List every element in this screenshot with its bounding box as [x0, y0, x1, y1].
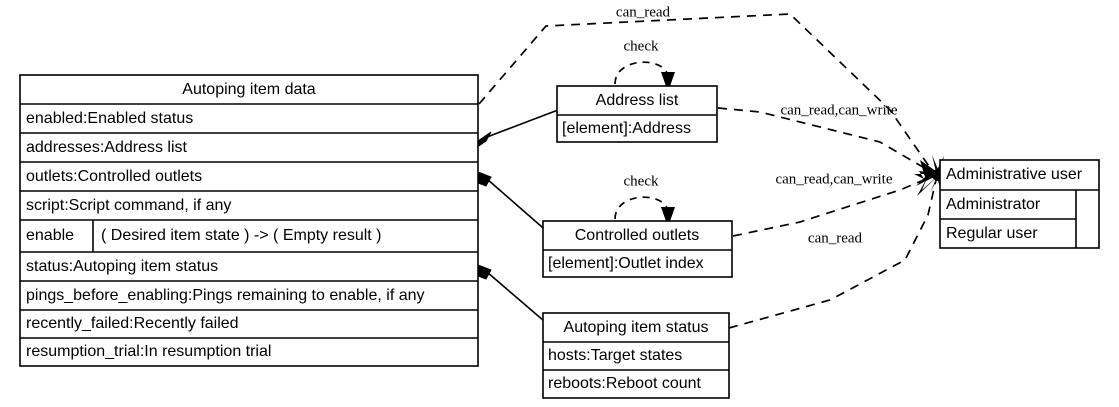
edge-label-can-read-can-write-outlets: can_read,can_write [775, 171, 892, 187]
field-hosts: hosts:Target states [548, 347, 682, 364]
field-outlets: outlets:Controlled outlets [26, 168, 202, 185]
field-script: script:Script command, if any [26, 197, 231, 214]
edge-label-check-address-list: check [624, 38, 659, 54]
class-title-administrative-user: Administrative user [946, 166, 1083, 183]
self-loop-check-address-list [614, 61, 675, 92]
class-title-autoping-item-status: Autoping item status [564, 319, 709, 336]
field-enabled: enabled:Enabled status [26, 110, 193, 127]
field-resumption-trial: resumption_trial:In resumption trial [26, 343, 271, 360]
edge-can-read-status [728, 179, 937, 329]
field-regular-user: Regular user [946, 225, 1038, 242]
class-box-administrative-user[interactable]: Administrative user Administrator Regula… [939, 159, 1100, 249]
class-box-autoping-item-data[interactable]: Autoping item data enabled:Enabled statu… [19, 74, 479, 367]
field-addresses: addresses:Address list [26, 139, 188, 156]
method-name-enable: enable [26, 227, 74, 244]
field-pings-before-enabling: pings_before_enabling:Pings remaining to… [26, 287, 425, 304]
edge-composition-addresses [486, 109, 559, 138]
field-recently-failed: recently_failed:Recently failed [26, 315, 239, 332]
method-signature-enable: ( Desired item state ) -> ( Empty result… [101, 227, 382, 244]
class-title-address-list: Address list [596, 92, 679, 109]
class-box-address-list[interactable]: Address list [element]:Address [556, 85, 718, 143]
class-title-autoping-item-data: Autoping item data [182, 81, 316, 98]
edge-can-read-can-write-outlets [732, 175, 934, 237]
field-administrator: Administrator [946, 196, 1041, 213]
class-box-controlled-outlets[interactable]: Controlled outlets [element]:Outlet inde… [542, 220, 733, 278]
class-box-autoping-item-status[interactable]: Autoping item status hosts:Target states… [542, 312, 730, 399]
edge-can-read-can-write-address [717, 107, 934, 174]
edge-label-can-read-can-write-address: can_read,can_write [780, 102, 897, 118]
class-title-controlled-outlets: Controlled outlets [575, 227, 700, 244]
self-loop-check-controlled-outlets [614, 196, 675, 227]
edge-label-can-read-top: can_read [616, 4, 671, 20]
field-reboots: reboots:Reboot count [548, 375, 702, 392]
field-controlled-outlets-element: [element]:Outlet index [548, 255, 704, 272]
edge-label-can-read-status: can_read [808, 230, 863, 246]
edge-can-read-top [478, 13, 934, 173]
field-status: status:Autoping item status [26, 258, 218, 275]
field-address-list-element: [element]:Address [562, 120, 691, 137]
edge-label-check-controlled-outlets: check [624, 173, 659, 189]
